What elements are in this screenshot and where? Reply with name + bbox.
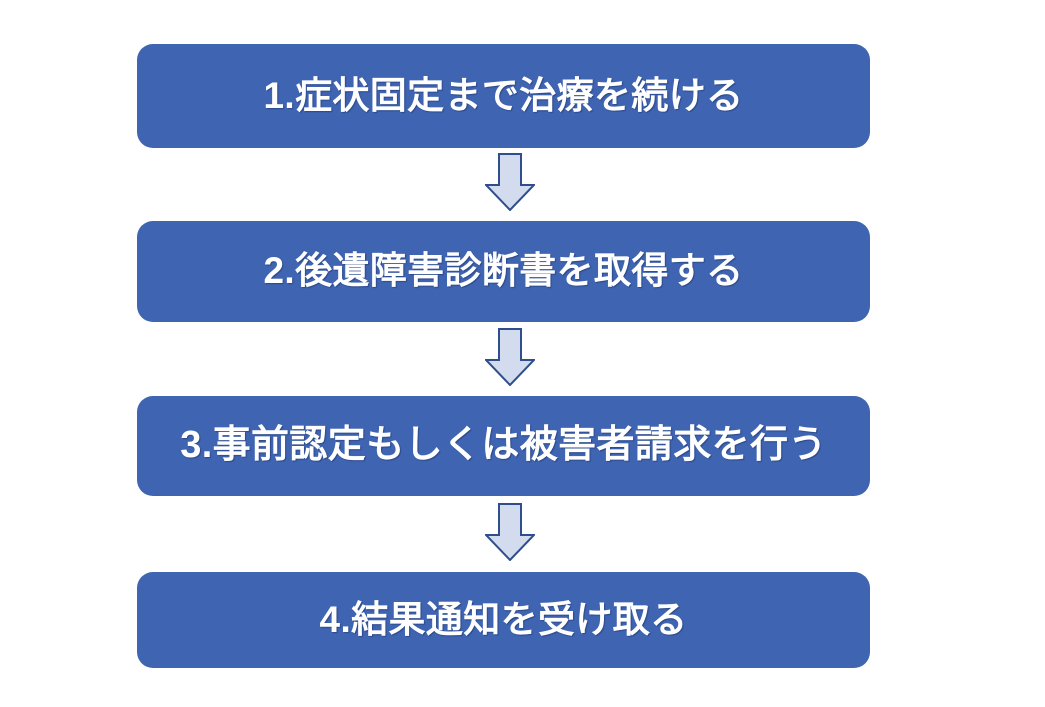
flowchart-step-1-label: 1.症状固定まで治療を続ける — [263, 74, 744, 116]
flowchart-step-1: 1.症状固定まで治療を続ける — [137, 44, 870, 148]
flowchart-step-3-label: 3.事前認定もしくは被害者請求を行う — [180, 424, 827, 467]
flowchart-step-4: 4.結果通知を受け取る — [137, 572, 870, 668]
flowchart-step-4-label: 4.結果通知を受け取る — [319, 598, 688, 640]
down-arrow-icon — [485, 328, 535, 386]
flowchart-step-3: 3.事前認定もしくは被害者請求を行う — [137, 396, 870, 496]
flowchart-step-2-label: 2.後遺障害診断書を取得する — [263, 250, 744, 292]
down-arrow-icon — [485, 503, 535, 561]
flowchart-step-2: 2.後遺障害診断書を取得する — [137, 221, 870, 322]
down-arrow-icon — [485, 153, 535, 211]
